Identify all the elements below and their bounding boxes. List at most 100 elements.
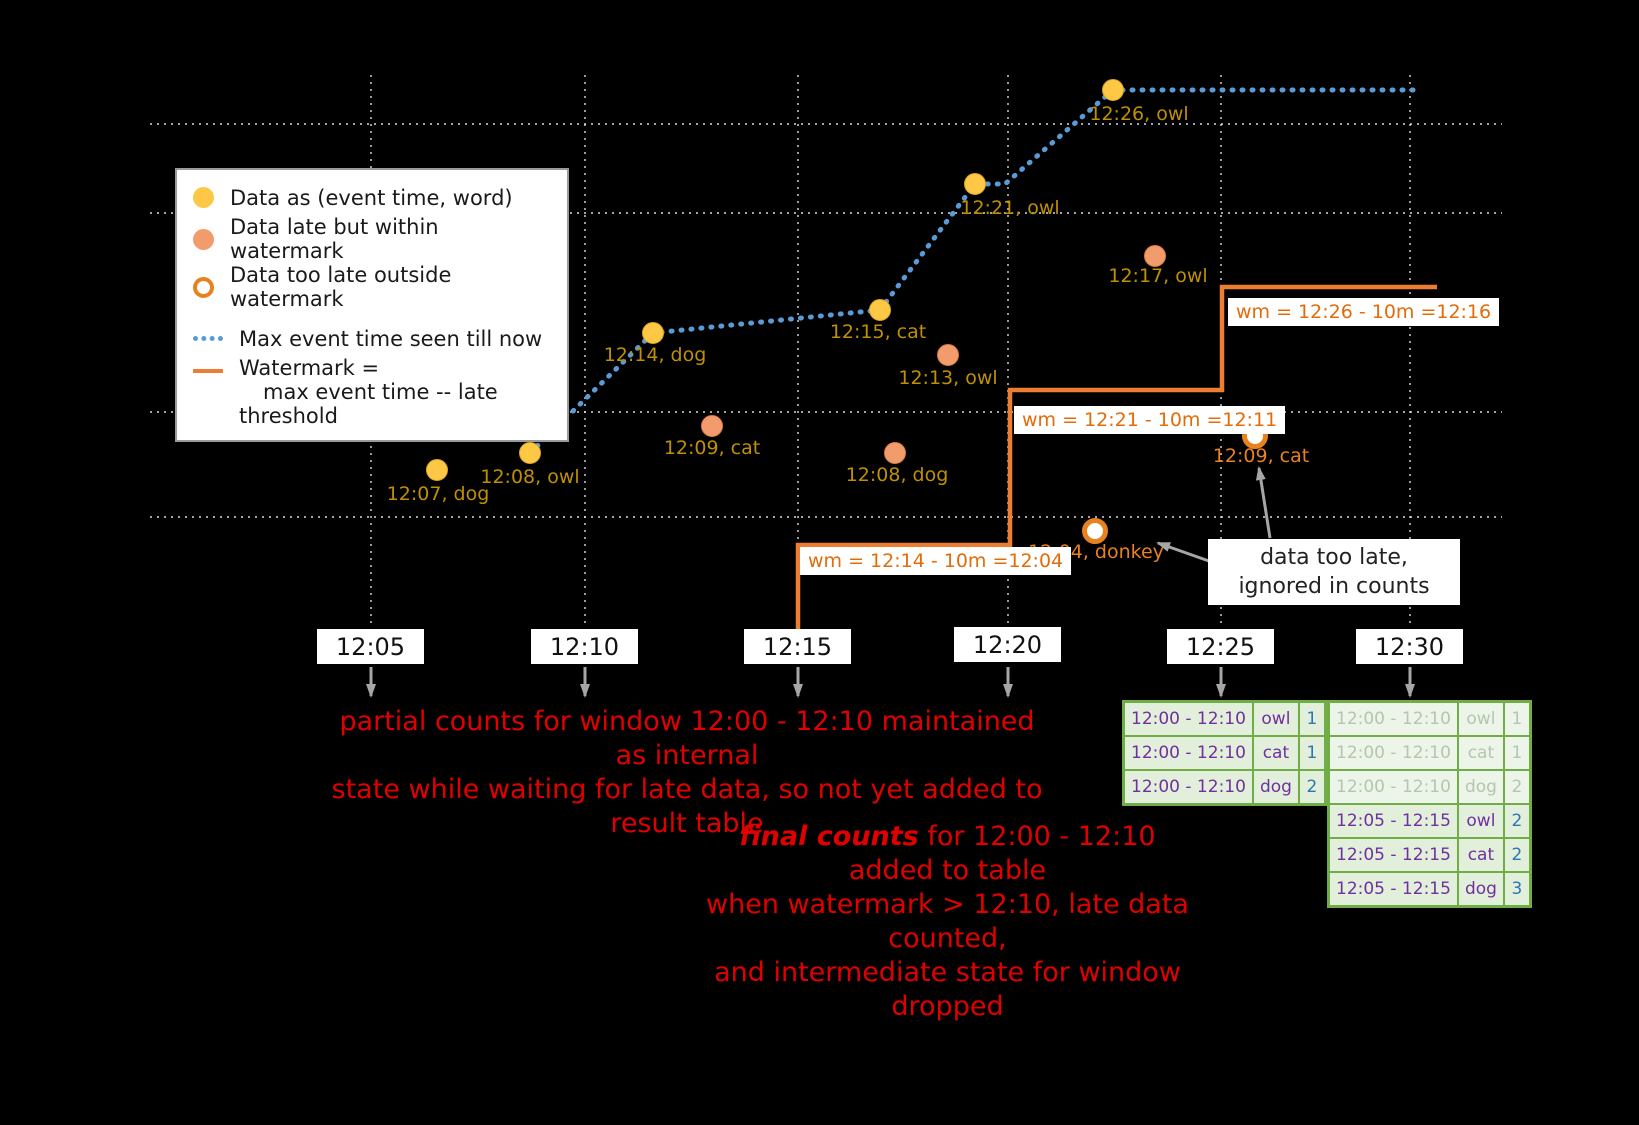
final-counts-line2: when watermark > 12:10, late data counte… (706, 889, 1189, 954)
watermark-line (795, 284, 1437, 632)
point-label: 12:08, dog (845, 464, 949, 486)
data-point-late (884, 442, 906, 464)
count-cell: 2 (1502, 837, 1532, 873)
word-cell: dog (1456, 871, 1505, 908)
time-label-12-10: 12:10 (531, 629, 638, 664)
word-cell: dog (1456, 769, 1505, 805)
data-point-on-time (1102, 79, 1124, 101)
word-cell: dog (1251, 769, 1300, 806)
word-cell: owl (1456, 700, 1505, 737)
table-row-faded: 12:00 - 12:10 owl 1 (1327, 700, 1532, 737)
word-cell: cat (1456, 837, 1505, 873)
solid-line-icon (193, 369, 223, 373)
count-cell: 1 (1297, 700, 1327, 737)
time-label-12-15: 12:15 (744, 629, 851, 664)
window-cell: 12:05 - 12:15 (1327, 871, 1459, 908)
count-cell: 1 (1502, 700, 1532, 737)
count-cell: 2 (1502, 769, 1532, 805)
watermark-label-line1: Watermark = (239, 356, 380, 380)
table-row-faded: 12:00 - 12:10 cat 1 (1327, 735, 1532, 771)
too-late-note-line1: data too late, (1260, 545, 1408, 570)
data-point-on-time (869, 299, 891, 321)
data-point-on-time (642, 322, 664, 344)
watermark-label-line2: max event time -- late threshold (239, 380, 498, 428)
too-late-note: data too late, ignored in counts (1208, 539, 1460, 605)
data-point-on-time (519, 442, 541, 464)
legend-item-watermark: Watermark = max event time -- late thres… (193, 356, 551, 428)
window-cell: 12:00 - 12:10 (1122, 735, 1254, 771)
watermark-value-label: wm = 12:14 - 10m =12:04 (800, 547, 1072, 575)
window-cell: 12:00 - 12:10 (1327, 769, 1459, 805)
table-row: 12:00 - 12:10 cat 1 (1122, 735, 1327, 771)
count-cell: 1 (1502, 735, 1532, 771)
count-cell: 2 (1297, 769, 1327, 806)
point-label: 12:09, cat (1212, 445, 1310, 467)
legend-item-on-time: Data as (event time, word) (193, 180, 551, 215)
word-cell: cat (1456, 735, 1505, 771)
window-cell: 12:00 - 12:10 (1122, 700, 1254, 737)
window-cell: 12:00 - 12:10 (1327, 700, 1459, 737)
point-label: 12:21, owl (960, 197, 1060, 219)
legend-item-max-event-time: Max event time seen till now (193, 321, 551, 356)
point-label: 12:08, owl (480, 466, 580, 488)
on-time-point-icon (193, 187, 214, 208)
legend-label: Max event time seen till now (239, 326, 543, 351)
point-label: 12:14, dog (603, 344, 707, 366)
table-row: 12:00 - 12:10 dog 2 (1122, 769, 1327, 806)
legend-label: Data as (event time, word) (230, 185, 513, 210)
window-cell: 12:00 - 12:10 (1327, 735, 1459, 771)
point-label: 12:07, dog (386, 483, 490, 505)
final-counts-annotation: final counts for 12:00 - 12:10 added to … (695, 820, 1200, 1024)
time-label-12-20: 12:20 (954, 627, 1061, 662)
time-label-12-30: 12:30 (1356, 629, 1463, 664)
word-cell: owl (1251, 700, 1300, 737)
time-axis-arrows (366, 667, 1415, 698)
vertical-gridlines (370, 75, 1411, 627)
point-label: 12:13, owl (898, 367, 998, 389)
data-point-too-late (1082, 518, 1108, 544)
count-cell: 2 (1502, 803, 1532, 839)
partial-counts-annotation: partial counts for window 12:00 - 12:10 … (322, 705, 1052, 841)
window-cell: 12:00 - 12:10 (1122, 769, 1254, 806)
time-label-12-05: 12:05 (317, 629, 424, 664)
final-counts-emphasis: final counts (739, 821, 919, 852)
legend-label: Data late but within watermark (230, 215, 439, 263)
data-point-late (1144, 245, 1166, 267)
legend-item-too-late: Data too late outside watermark (193, 263, 551, 311)
word-cell: owl (1456, 803, 1505, 839)
time-label-12-25: 12:25 (1167, 629, 1274, 664)
data-point-late (937, 344, 959, 366)
window-cell: 12:05 - 12:15 (1327, 837, 1459, 873)
dotted-line-icon (193, 336, 223, 341)
point-label: 12:15, cat (829, 321, 927, 343)
point-label: 12:17, owl (1108, 265, 1208, 287)
too-late-note-line2: ignored in counts (1238, 574, 1430, 599)
data-point-on-time (426, 459, 448, 481)
too-late-point-icon (193, 276, 214, 298)
point-label: 12:09, cat (663, 437, 761, 459)
window-cell: 12:05 - 12:15 (1327, 803, 1459, 839)
data-point-late (701, 415, 723, 437)
data-point-on-time (964, 173, 986, 195)
partial-counts-line2: state while waiting for late data, so no… (331, 774, 1043, 839)
final-counts-line1-rest: for 12:00 - 12:10 added to table (848, 821, 1156, 886)
legend-label: Data too late outside watermark (230, 263, 452, 311)
table-row: 12:00 - 12:10 owl 1 (1122, 700, 1327, 737)
watermark-value-label: wm = 12:21 - 10m =12:11 (1014, 406, 1286, 434)
word-cell: cat (1251, 735, 1300, 771)
late-point-icon (193, 228, 214, 250)
result-table-12-25: 12:00 - 12:10 owl 1 12:00 - 12:10 cat 1 … (1122, 700, 1327, 806)
table-row-faded: 12:00 - 12:10 dog 2 (1327, 769, 1532, 805)
point-label: 12:26, owl (1089, 103, 1189, 125)
count-cell: 3 (1502, 871, 1532, 908)
table-row: 12:05 - 12:15 dog 3 (1327, 871, 1532, 908)
watermark-value-label: wm = 12:26 - 10m =12:16 (1228, 298, 1500, 326)
result-table-12-30: 12:00 - 12:10 owl 1 12:00 - 12:10 cat 1 … (1327, 700, 1532, 908)
final-counts-line3: and intermediate state for window droppe… (714, 957, 1181, 1022)
legend-label: Watermark = max event time -- late thres… (239, 356, 551, 428)
table-row: 12:05 - 12:15 owl 2 (1327, 803, 1532, 839)
count-cell: 1 (1297, 735, 1327, 771)
legend-item-late: Data late but within watermark (193, 215, 551, 263)
legend: Data as (event time, word) Data late but… (175, 168, 569, 442)
